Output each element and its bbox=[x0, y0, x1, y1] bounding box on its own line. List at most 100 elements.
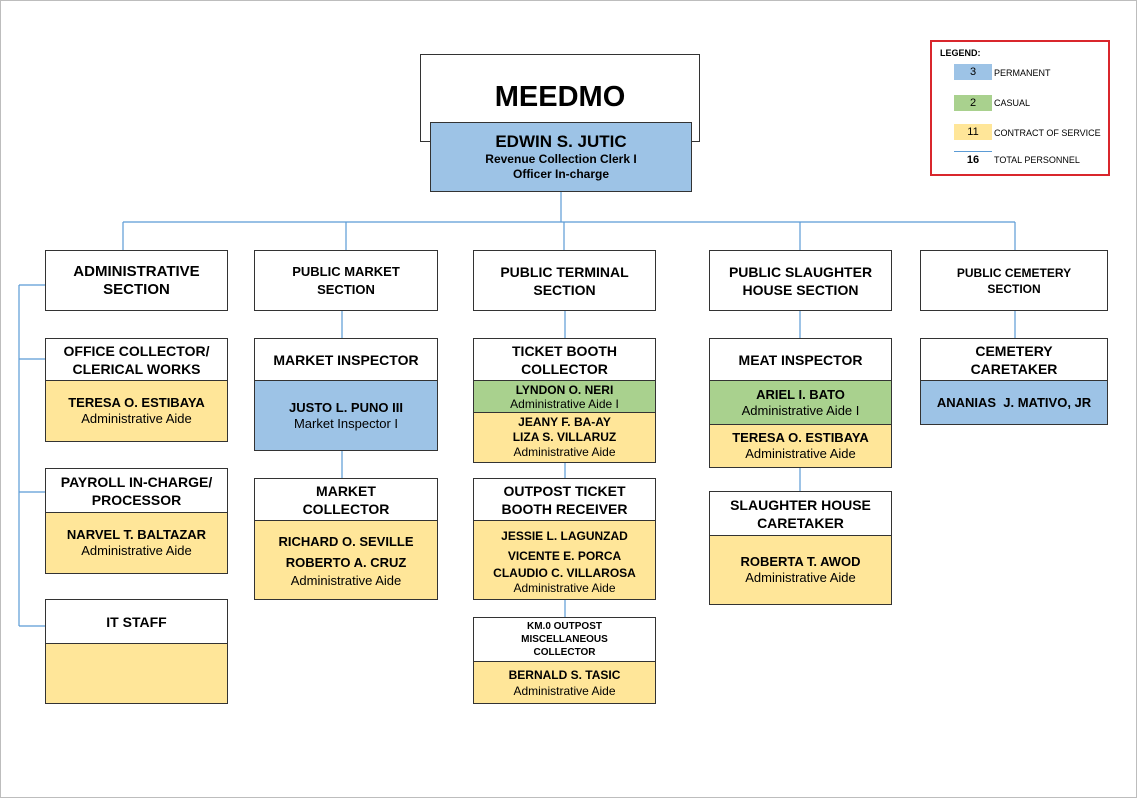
position-title: CEMETERY bbox=[975, 342, 1053, 359]
section-title: PUBLIC CEMETERY bbox=[956, 265, 1072, 280]
staff-role: Administrative Aide bbox=[81, 543, 192, 558]
position-title: OUTPOST TICKET bbox=[503, 482, 626, 499]
staff-name: JEANY F. BA-AY bbox=[518, 415, 611, 429]
staff-role: Administrative Aide I bbox=[741, 402, 860, 418]
head-name: EDWIN S. JUTIC bbox=[495, 132, 627, 151]
staff-name: TERESA O. ESTIBAYA bbox=[732, 430, 869, 445]
outpost-ticket-staff: JESSIE L. LAGUNZAD VICENTE E. PORCA CLAU… bbox=[473, 520, 656, 600]
org-title: MEEDMO bbox=[494, 81, 626, 113]
meat-inspector-contract-staff: TERESA O. ESTIBAYA Administrative Aide bbox=[709, 424, 892, 468]
market-inspector-staff: JUSTO L. PUNO III Market Inspector I bbox=[254, 380, 438, 451]
position-title: COLLECTOR bbox=[521, 360, 608, 377]
it-staff-title: IT STAFF bbox=[45, 599, 228, 644]
legend-total-count: 16 bbox=[954, 151, 992, 168]
legend-label-contract: CONTRACT OF SERVICE bbox=[994, 128, 1101, 138]
staff-role: Administrative Aide bbox=[513, 580, 616, 595]
market-inspector-title: MARKET INSPECTOR bbox=[254, 338, 438, 381]
staff-role: Administrative Aide I bbox=[510, 396, 619, 411]
officer-in-charge-box: EDWIN S. JUTIC Revenue Collection Clerk … bbox=[430, 122, 692, 192]
position-title: BOOTH RECEIVER bbox=[501, 500, 628, 517]
position-title: KM.0 OUTPOST bbox=[526, 621, 602, 632]
meat-inspector-casual-staff: ARIEL I. BATO Administrative Aide I bbox=[709, 380, 892, 425]
position-title: OFFICE COLLECTOR/ bbox=[63, 342, 210, 359]
staff-role: Administrative Aide bbox=[290, 573, 402, 588]
staff-role: Administrative Aide bbox=[81, 411, 192, 426]
section-title: PUBLIC TERMINAL bbox=[500, 263, 629, 280]
position-title: CLERICAL WORKS bbox=[72, 360, 201, 377]
section-title: SECTION bbox=[103, 280, 170, 298]
staff-name: JESSIE L. LAGUNZAD bbox=[501, 528, 628, 543]
ticket-booth-casual-staff: LYNDON O. NERI Administrative Aide I bbox=[473, 380, 656, 413]
cemetery-caretaker-title: CEMETERY CARETAKER bbox=[920, 338, 1108, 381]
section-title: SECTION bbox=[317, 281, 375, 297]
slaughter-caretaker-title: SLAUGHTER HOUSE CARETAKER bbox=[709, 491, 892, 536]
staff-name: NARVEL T. BALTAZAR bbox=[66, 527, 207, 542]
section-administrative: ADMINISTRATIVE SECTION bbox=[45, 250, 228, 311]
outpost-ticket-title: OUTPOST TICKET BOOTH RECEIVER bbox=[473, 478, 656, 521]
section-title: SECTION bbox=[987, 281, 1041, 296]
position-title: CARETAKER bbox=[757, 514, 844, 531]
staff-name: LIZA S. VILLARUZ bbox=[512, 430, 617, 444]
it-staff-vacant bbox=[45, 643, 228, 704]
legend-swatch-permanent: 3 bbox=[954, 64, 992, 80]
payroll-staff: NARVEL T. BALTAZAR Administrative Aide bbox=[45, 512, 228, 574]
legend-title: LEGEND: bbox=[940, 48, 981, 58]
ticket-booth-title: TICKET BOOTH COLLECTOR bbox=[473, 338, 656, 381]
staff-name: VICENTE E. PORCA bbox=[507, 548, 622, 563]
position-title: COLLECTOR bbox=[302, 500, 390, 517]
position-title: MISCELLANEOUS bbox=[521, 634, 608, 645]
legend-label-casual: CASUAL bbox=[994, 98, 1031, 108]
legend-swatch-casual: 2 bbox=[954, 95, 992, 111]
position-title: PAYROLL IN-CHARGE/ bbox=[60, 473, 213, 490]
position-title: TICKET BOOTH bbox=[512, 342, 617, 359]
position-title: MARKET INSPECTOR bbox=[273, 351, 419, 368]
position-title: PROCESSOR bbox=[91, 491, 182, 508]
head-role-2: Officer In-charge bbox=[512, 167, 610, 181]
legend-swatch-contract: 11 bbox=[954, 124, 992, 140]
head-role: Revenue Collection Clerk I bbox=[485, 152, 637, 166]
section-title: PUBLIC SLAUGHTER bbox=[728, 263, 873, 280]
office-collector-title: OFFICE COLLECTOR/ CLERICAL WORKS bbox=[45, 338, 228, 381]
cemetery-caretaker-staff: ANANIAS J. MATIVO, JR bbox=[920, 380, 1108, 425]
market-collector-staff: RICHARD O. SEVILLE ROBERTO A. CRUZ Admin… bbox=[254, 520, 438, 600]
section-title: HOUSE SECTION bbox=[742, 281, 859, 298]
position-title: SLAUGHTER HOUSE bbox=[730, 496, 871, 513]
staff-role: Administrative Aide bbox=[745, 570, 856, 585]
section-public-market: PUBLIC MARKET SECTION bbox=[254, 250, 438, 311]
staff-name: CLAUDIO C. VILLAROSA bbox=[493, 565, 636, 580]
staff-name: ROBERTA T. AWOD bbox=[740, 554, 861, 569]
staff-role: Market Inspector I bbox=[293, 415, 399, 431]
section-title: PUBLIC MARKET bbox=[292, 263, 400, 279]
legend-label-permanent: PERMANENT bbox=[994, 68, 1051, 78]
staff-name: ROBERTO A. CRUZ bbox=[285, 555, 407, 570]
meat-inspector-title: MEAT INSPECTOR bbox=[709, 338, 892, 381]
staff-name: ANANIAS J. MATIVO, JR bbox=[936, 394, 1092, 410]
position-title: CARETAKER bbox=[970, 360, 1058, 377]
staff-name: ARIEL I. BATO bbox=[756, 386, 845, 402]
staff-name: RICHARD O. SEVILLE bbox=[278, 534, 414, 549]
staff-name: TERESA O. ESTIBAYA bbox=[68, 395, 205, 410]
payroll-title: PAYROLL IN-CHARGE/ PROCESSOR bbox=[45, 468, 228, 513]
legend: LEGEND: 3 PERMANENT 2 CASUAL 11 CONTRACT… bbox=[930, 40, 1110, 176]
staff-role: Administrative Aide bbox=[513, 683, 616, 698]
position-title: IT STAFF bbox=[106, 613, 167, 630]
staff-name: BERNALD S. TASIC bbox=[508, 667, 621, 682]
ticket-booth-contract-staff: JEANY F. BA-AY LIZA S. VILLARUZ Administ… bbox=[473, 412, 656, 463]
slaughter-caretaker-staff: ROBERTA T. AWOD Administrative Aide bbox=[709, 535, 892, 605]
legend-label-total: TOTAL PERSONNEL bbox=[994, 155, 1080, 165]
section-public-cemetery: PUBLIC CEMETERY SECTION bbox=[920, 250, 1108, 311]
section-title: SECTION bbox=[533, 281, 596, 298]
section-public-slaughter-house: PUBLIC SLAUGHTER HOUSE SECTION bbox=[709, 250, 892, 311]
staff-name: JUSTO L. PUNO III bbox=[289, 399, 403, 415]
position-title: MARKET bbox=[316, 482, 376, 499]
position-title: MEAT INSPECTOR bbox=[738, 351, 863, 368]
market-collector-title: MARKET COLLECTOR bbox=[254, 478, 438, 521]
km0-outpost-staff: BERNALD S. TASIC Administrative Aide bbox=[473, 661, 656, 704]
section-title: ADMINISTRATIVE bbox=[73, 262, 200, 280]
staff-name: LYNDON O. NERI bbox=[515, 382, 614, 397]
section-public-terminal: PUBLIC TERMINAL SECTION bbox=[473, 250, 656, 311]
km0-outpost-title: KM.0 OUTPOST MISCELLANEOUS COLLECTOR bbox=[473, 617, 656, 662]
staff-role: Administrative Aide bbox=[513, 445, 616, 459]
